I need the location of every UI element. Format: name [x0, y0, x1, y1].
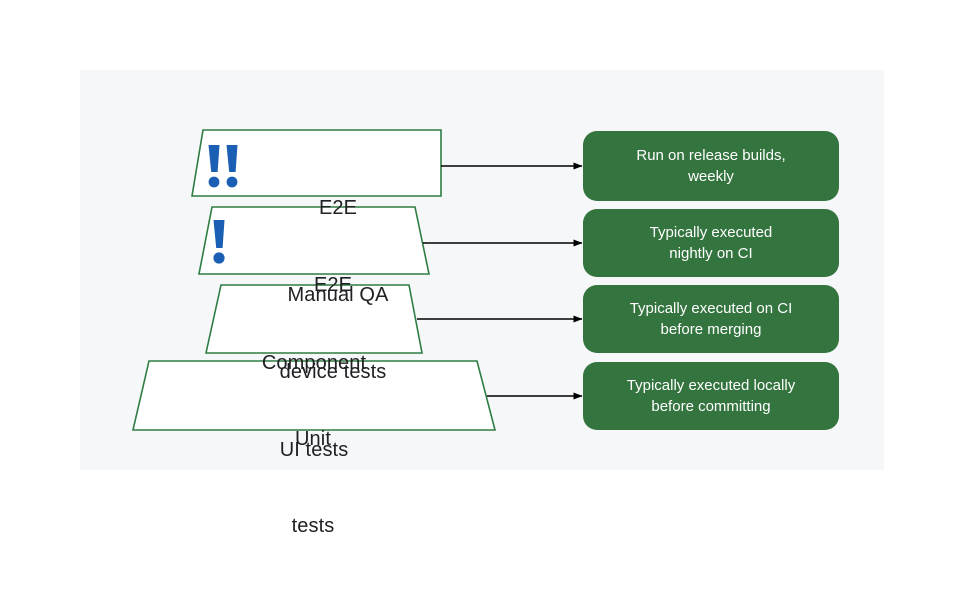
tier-shape-e2e-device-tests[interactable] [198, 206, 430, 275]
tier-shape-e2e-manual-qa[interactable] [191, 129, 442, 197]
pyramid-diagram-svg [131, 129, 583, 431]
callout-e2e-device-tests[interactable]: Typically executed nightly on CI [583, 209, 839, 277]
tier-shape-unit-tests[interactable] [131, 360, 497, 431]
tier-shape-component-ui-tests[interactable] [205, 284, 423, 354]
exclamation-icon [213, 220, 225, 264]
callout-unit-tests[interactable]: Typically executed locally before commit… [583, 362, 839, 430]
callout-e2e-manual-qa[interactable]: Run on release builds, weekly [583, 131, 839, 201]
callout-component-ui-tests[interactable]: Typically executed on CI before merging [583, 285, 839, 353]
slide-canvas: E2E Manual QA E2E device tests Component… [131, 129, 839, 537]
double-exclamation-icon [208, 145, 238, 188]
